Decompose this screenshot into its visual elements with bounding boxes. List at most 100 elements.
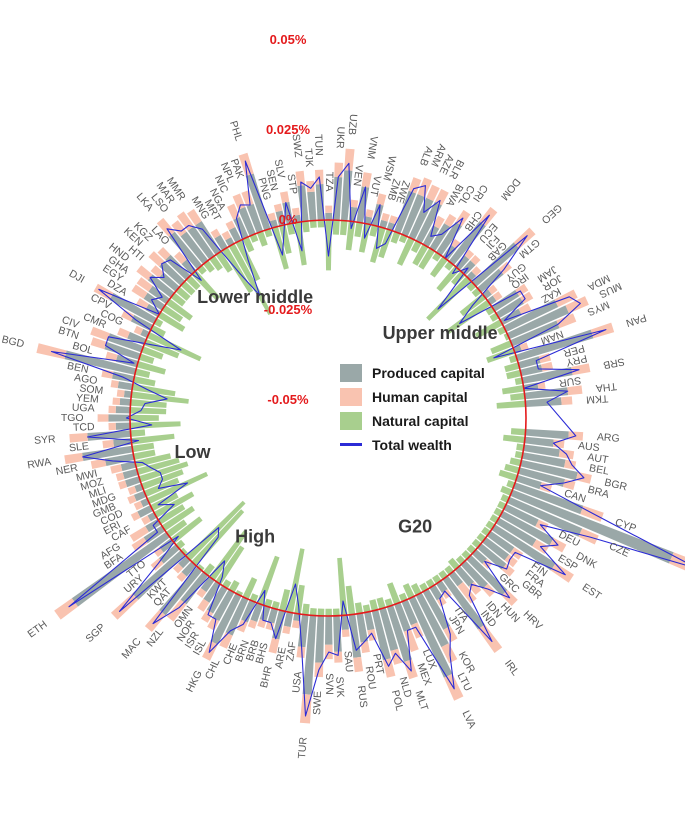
bar-human-swz bbox=[295, 170, 306, 187]
bar-produced-pry bbox=[520, 364, 543, 377]
bar-produced-fin bbox=[486, 530, 515, 554]
bar-natural-chb bbox=[429, 256, 448, 278]
bar-produced-hkg bbox=[210, 593, 242, 645]
bar-produced-som bbox=[123, 390, 132, 398]
bar-produced-jpn bbox=[429, 584, 443, 601]
bar-produced-aut bbox=[523, 444, 560, 457]
bar-human-chn bbox=[669, 552, 685, 571]
country-label-ukr: UKR bbox=[334, 126, 347, 149]
bar-produced-mng bbox=[214, 234, 228, 251]
bar-natural-bgd bbox=[134, 368, 151, 379]
bar-produced-kor bbox=[422, 588, 451, 630]
bar-human-mwi bbox=[110, 464, 123, 474]
bar-produced-isl bbox=[212, 589, 235, 622]
bar-human-tza bbox=[325, 205, 333, 213]
bar-produced-rus bbox=[348, 614, 362, 658]
bar-human-che bbox=[236, 619, 248, 633]
bar-human-bra bbox=[562, 479, 576, 490]
bar-produced-bol bbox=[115, 354, 139, 368]
country-label-tha: THA bbox=[595, 380, 617, 394]
group-label-low: Low bbox=[175, 442, 212, 462]
country-label-mac: MAC bbox=[119, 635, 144, 661]
bar-human-som bbox=[116, 389, 125, 398]
bar-natural-nld bbox=[376, 597, 386, 610]
bar-human-isl bbox=[207, 617, 220, 631]
bar-produced-arg bbox=[525, 428, 569, 440]
bar-human-syr bbox=[69, 432, 88, 443]
ring-tick-2: 0% bbox=[279, 212, 298, 227]
bar-natural-ltu bbox=[410, 582, 422, 596]
country-label-lva: LVA bbox=[459, 709, 478, 731]
bar-produced-ltu bbox=[415, 592, 449, 648]
bar-human-nga bbox=[225, 220, 236, 231]
bar-human-bwa bbox=[432, 215, 445, 229]
bar-natural-usa bbox=[302, 603, 310, 616]
bar-produced-gmb bbox=[133, 490, 147, 502]
bar-human-ner bbox=[90, 458, 107, 470]
bar-produced-omn bbox=[200, 576, 215, 593]
bar-human-tjk bbox=[306, 180, 315, 193]
bar-human-hun bbox=[482, 583, 496, 598]
bar-human-afg bbox=[129, 526, 149, 542]
bar-natural-gha bbox=[166, 298, 193, 321]
bar-natural-tgo bbox=[130, 414, 159, 422]
country-label-pol: POL bbox=[389, 689, 406, 712]
bar-human-vnm bbox=[361, 172, 372, 188]
bar-produced-ago bbox=[117, 381, 133, 391]
bar-natural-bhr bbox=[279, 588, 291, 612]
bar-produced-jor bbox=[495, 297, 524, 319]
bar-natural-aze bbox=[396, 237, 415, 266]
bar-natural-mli bbox=[138, 461, 189, 483]
country-label-are: ARE bbox=[273, 646, 289, 670]
bar-natural-alb bbox=[390, 231, 401, 244]
country-label-stp: STP bbox=[284, 173, 299, 195]
ring-tick-labels: 0.05%0.025%0%-0.025%-0.05% bbox=[264, 32, 313, 407]
bar-human-lao bbox=[174, 251, 187, 265]
country-label-mwi: MWI bbox=[75, 467, 99, 484]
country-label-tgo: TGO bbox=[61, 412, 84, 424]
bar-human-eri bbox=[130, 511, 141, 522]
bar-natural-mac bbox=[197, 563, 205, 571]
bar-natural-kgz bbox=[185, 275, 201, 291]
bar-natural-sgp bbox=[180, 547, 188, 556]
bar-natural-moz bbox=[136, 457, 180, 475]
country-label-tza: TZA bbox=[323, 172, 335, 192]
bar-human-npl bbox=[232, 193, 246, 210]
bar-produced-lso bbox=[180, 231, 209, 265]
bar-produced-egy bbox=[143, 292, 166, 311]
bar-human-gha bbox=[136, 277, 153, 292]
bar-human-gab bbox=[471, 266, 482, 277]
bar-human-moz bbox=[115, 472, 125, 482]
bar-human-jam bbox=[515, 283, 529, 297]
bar-human-lka bbox=[156, 217, 175, 237]
bar-produced-che bbox=[241, 599, 256, 623]
bar-natural-pan bbox=[508, 354, 518, 364]
bar-produced-pol bbox=[371, 609, 391, 661]
bar-produced-tgo bbox=[108, 414, 131, 422]
bar-produced-cyp bbox=[513, 482, 584, 515]
bar-natural-mar bbox=[209, 255, 223, 272]
country-label-pan: PAN bbox=[624, 311, 647, 329]
country-label-syr: SYR bbox=[34, 433, 57, 447]
bar-produced-hrv bbox=[466, 554, 508, 596]
country-label-sau: SAU bbox=[341, 650, 355, 673]
bar-produced-fra bbox=[482, 537, 510, 561]
bar-natural-aus bbox=[502, 434, 526, 444]
bar-natural-mus bbox=[503, 333, 510, 341]
bar-natural-sle bbox=[131, 433, 175, 445]
bar-produced-brn bbox=[250, 602, 264, 623]
bar-produced-mwi bbox=[120, 461, 137, 472]
country-label-tur: TUR bbox=[296, 736, 310, 759]
bar-human-tcd bbox=[108, 422, 116, 431]
bar-natural-mrt bbox=[228, 243, 272, 316]
bar-produced-npl bbox=[238, 206, 256, 237]
legend-label-natural: Natural capital bbox=[372, 413, 468, 429]
bar-natural-chn bbox=[500, 485, 513, 496]
bar-produced-eri bbox=[137, 505, 154, 518]
bar-natural-eri bbox=[150, 492, 179, 511]
bar-natural-rwa bbox=[131, 442, 155, 453]
country-label-zaf: ZAF bbox=[284, 641, 299, 662]
bar-produced-are bbox=[283, 611, 294, 628]
bar-natural-yem bbox=[130, 399, 167, 408]
bar-natural-prt bbox=[362, 604, 371, 613]
